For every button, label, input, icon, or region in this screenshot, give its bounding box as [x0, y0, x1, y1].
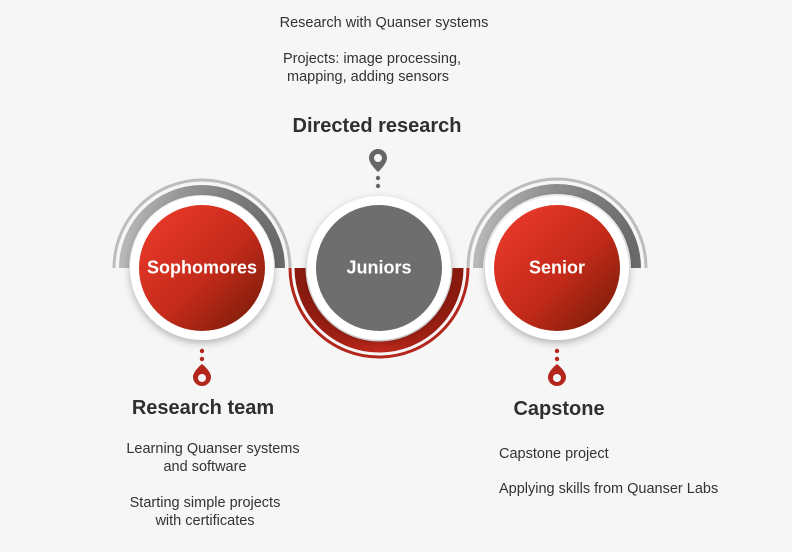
sophomores-heading: Research team — [131, 397, 275, 419]
juniors-detail-2: Projects: image processing, — [282, 51, 462, 67]
juniors-detail-1: Research with Quanser systems — [279, 15, 489, 31]
sophomores-circle — [139, 205, 265, 331]
sophomores-detail-3: Starting simple projects — [129, 495, 281, 511]
sophomores-detail-1: Learning Quanser systems — [126, 441, 300, 457]
senior-heading: Capstone — [513, 398, 605, 420]
juniors-circle — [316, 205, 442, 331]
juniors-location-pin-icon — [369, 149, 387, 189]
senior-circle — [494, 205, 620, 331]
senior-stage: Senior — [491, 202, 623, 334]
senior-location-pin-icon — [548, 348, 566, 386]
juniors-detail-3: mapping, adding sensors — [286, 69, 450, 85]
sophomores-detail-4: with certificates — [155, 513, 255, 529]
sophomores-stage: Sophomores — [136, 202, 268, 334]
juniors-heading: Directed research — [292, 115, 462, 137]
senior-arc — [466, 177, 648, 269]
sophomores-arc — [112, 178, 292, 269]
sophomores-detail-2: and software — [163, 459, 247, 475]
sophomores-label: Sophomores — [146, 257, 257, 278]
senior-detail-2: Applying skills from Quanser Labs — [499, 481, 719, 497]
senior-detail-1: Capstone project — [499, 446, 609, 462]
senior-label: Senior — [528, 257, 585, 278]
juniors-label: Juniors — [346, 257, 412, 278]
juniors-stage: Juniors — [313, 202, 445, 334]
juniors-arc — [288, 267, 470, 359]
sophomores-location-pin-icon — [193, 348, 211, 386]
